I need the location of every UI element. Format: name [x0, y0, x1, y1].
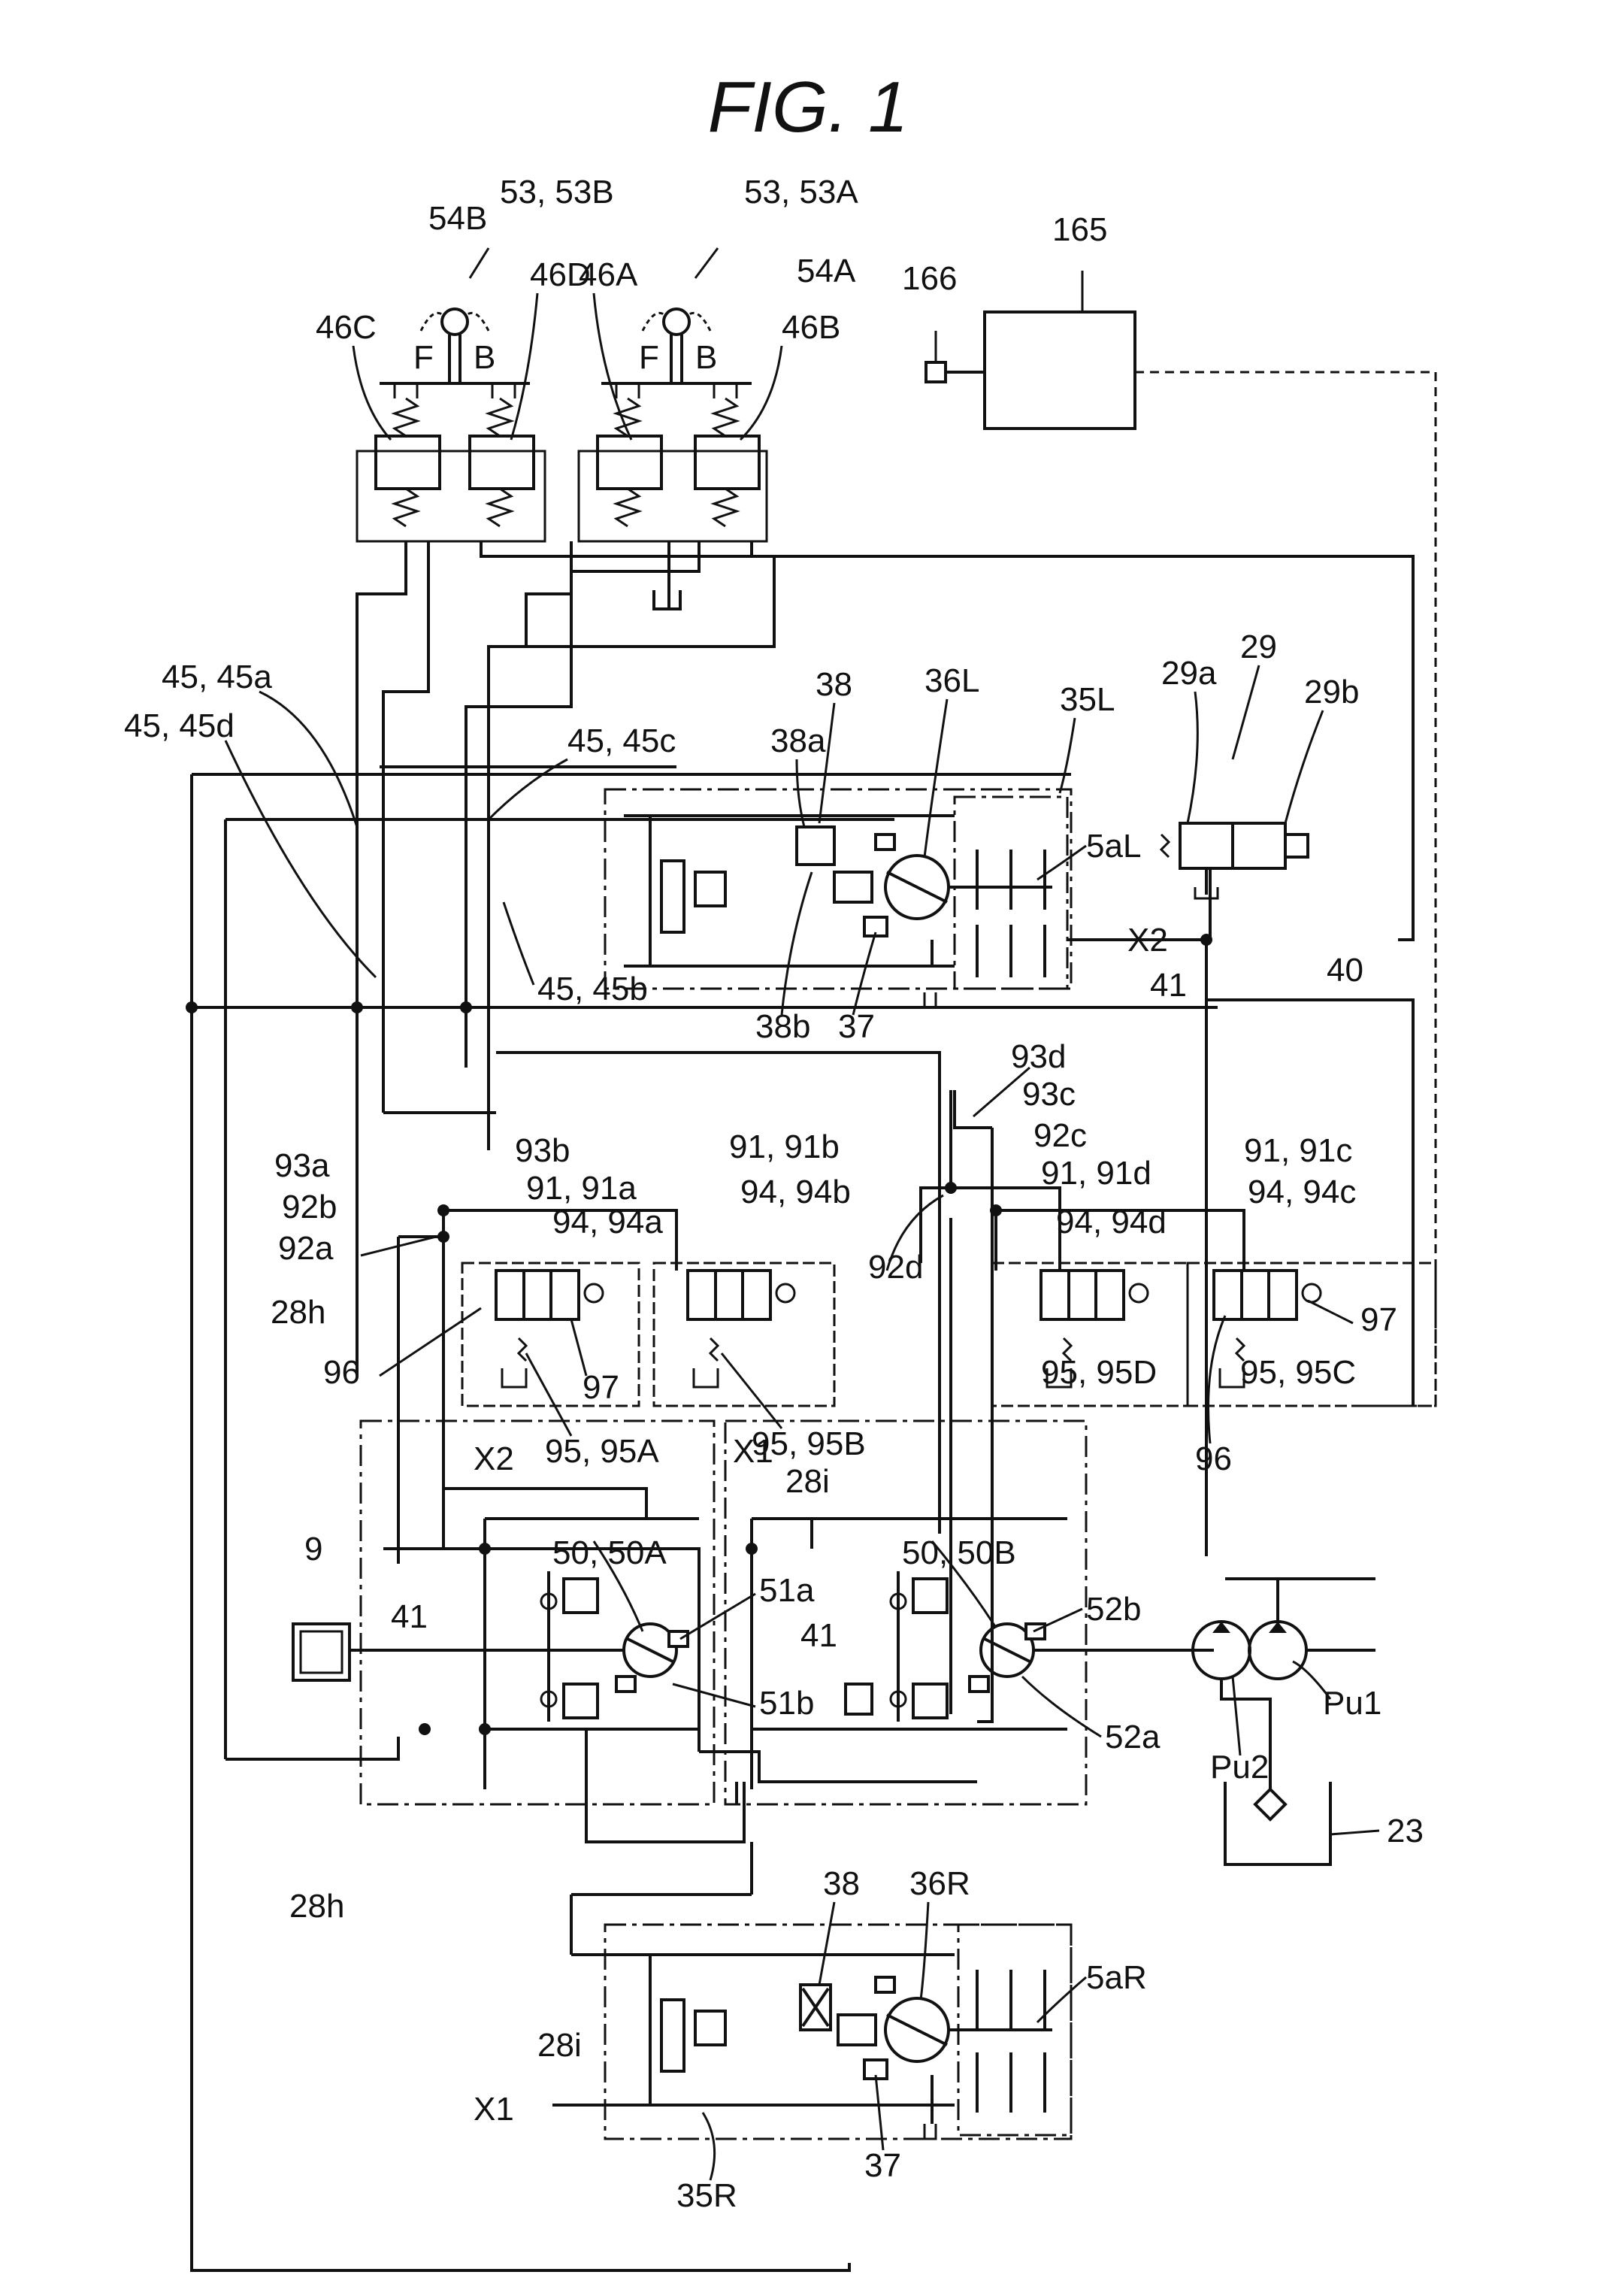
label-40: 40 — [1327, 952, 1363, 989]
label-46A: 46A — [579, 256, 638, 293]
label-96-left: 96 — [323, 1354, 360, 1391]
label-B-right: B — [695, 339, 717, 376]
label-29: 29 — [1240, 629, 1277, 665]
label-93c: 93c — [1022, 1076, 1076, 1113]
label-45-45d: 45, 45d — [124, 707, 235, 744]
label-28h-top: 28h — [271, 1294, 325, 1331]
label-94-94b: 94, 94b — [740, 1174, 851, 1210]
valve-94b — [654, 1263, 834, 1406]
label-166: 166 — [902, 260, 957, 297]
filter — [1255, 1789, 1285, 1819]
label-91-91b: 91, 91b — [729, 1128, 840, 1165]
label-36R: 36R — [909, 1865, 970, 1902]
label-41-top: 41 — [1150, 967, 1187, 1004]
label-41-left: 41 — [391, 1598, 428, 1635]
label-35L: 35L — [1060, 681, 1115, 718]
motor-36L-internals — [624, 816, 1052, 1007]
reference-labels: 54B 53, 53B 53, 53A 54A 46C 46D 46A 46B … — [124, 174, 1424, 2214]
motor-36R-internals — [571, 1842, 1052, 2139]
label-23: 23 — [1387, 1813, 1424, 1849]
label-Pu1: Pu1 — [1323, 1685, 1381, 1722]
label-38a: 38a — [770, 722, 826, 759]
label-91-91d: 91, 91d — [1041, 1155, 1151, 1192]
label-41-mid: 41 — [800, 1617, 837, 1654]
label-94-94c: 94, 94c — [1248, 1174, 1356, 1210]
motor-block-50B — [725, 1421, 1086, 1804]
label-53-53B: 53, 53B — [500, 174, 614, 211]
label-45-45c: 45, 45c — [567, 722, 676, 759]
label-92c: 92c — [1033, 1117, 1087, 1154]
controller-165 — [985, 312, 1135, 429]
label-54A: 54A — [797, 253, 856, 289]
lever-unit-53B — [357, 309, 545, 541]
label-93a: 93a — [274, 1147, 330, 1184]
label-95-95C: 95, 95C — [1240, 1354, 1356, 1391]
label-37-bottom: 37 — [864, 2147, 901, 2184]
label-54B: 54B — [428, 200, 487, 237]
label-X2-mid: X2 — [474, 1440, 514, 1477]
label-28i-bottom: 28i — [537, 2027, 582, 2064]
label-93b: 93b — [515, 1132, 570, 1169]
figure-title: FIG. 1 — [708, 67, 909, 147]
label-91-91c: 91, 91c — [1244, 1132, 1352, 1169]
label-94-94a: 94, 94a — [552, 1204, 663, 1240]
label-97-left: 97 — [583, 1369, 619, 1406]
label-F-left: F — [413, 339, 434, 376]
label-52b: 52b — [1086, 1591, 1141, 1628]
label-165: 165 — [1052, 211, 1107, 248]
label-28h-bottom: 28h — [289, 1888, 344, 1925]
tank-symbol-top — [654, 590, 680, 609]
label-F-right: F — [639, 339, 659, 376]
label-38b: 38b — [755, 1008, 810, 1045]
label-38-top: 38 — [816, 666, 852, 703]
label-91-91a: 91, 91a — [526, 1170, 637, 1207]
label-92b: 92b — [282, 1189, 337, 1225]
tank-23 — [1225, 1782, 1330, 1864]
label-45-45b: 45, 45b — [537, 971, 648, 1007]
label-29b: 29b — [1304, 674, 1359, 710]
label-28i-mid: 28i — [785, 1463, 830, 1500]
label-50-50B: 50, 50B — [902, 1534, 1016, 1571]
label-5aR: 5aR — [1086, 1959, 1147, 1996]
label-5aL: 5aL — [1086, 828, 1141, 865]
label-97-right: 97 — [1360, 1301, 1397, 1338]
label-37-top: 37 — [838, 1008, 875, 1045]
label-96-right: 96 — [1195, 1440, 1232, 1477]
label-51b: 51b — [759, 1685, 814, 1722]
label-B-left: B — [474, 339, 495, 376]
control-signal-line — [1135, 372, 1436, 1406]
label-29a: 29a — [1161, 655, 1217, 692]
label-95-95D: 95, 95D — [1041, 1354, 1157, 1391]
label-9: 9 — [304, 1531, 322, 1568]
label-X1-mid: X1 — [733, 1433, 773, 1470]
label-X2-top: X2 — [1127, 922, 1168, 959]
label-94-94d: 94, 94d — [1056, 1204, 1167, 1240]
label-92d: 92d — [868, 1249, 923, 1286]
label-95-95A: 95, 95A — [545, 1433, 659, 1470]
label-53-53A: 53, 53A — [744, 174, 858, 211]
label-X1-bottom: X1 — [474, 2091, 514, 2128]
label-35R: 35R — [676, 2177, 737, 2214]
label-46B: 46B — [782, 309, 840, 346]
label-92a: 92a — [278, 1230, 334, 1267]
label-46C: 46C — [316, 309, 377, 346]
label-51a: 51a — [759, 1572, 815, 1609]
lever-unit-53A — [579, 309, 767, 541]
label-52a: 52a — [1105, 1719, 1161, 1755]
sensor-166 — [926, 362, 946, 382]
label-36L: 36L — [925, 662, 979, 699]
label-38-bottom: 38 — [823, 1865, 860, 1902]
label-45-45a: 45, 45a — [162, 659, 272, 695]
label-93d: 93d — [1011, 1038, 1066, 1075]
